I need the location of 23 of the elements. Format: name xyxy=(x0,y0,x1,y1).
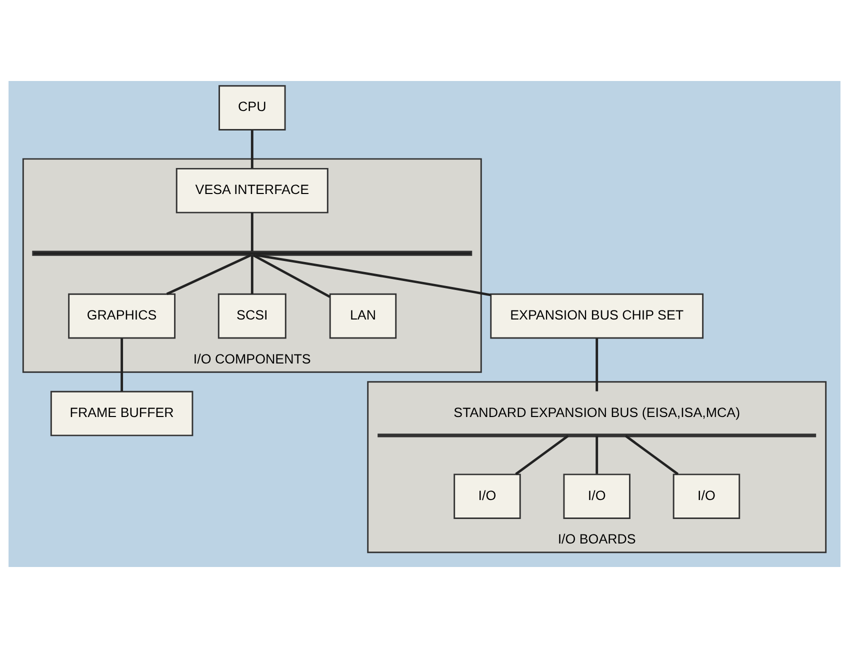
node-text: STANDARD EXPANSION BUS (EISA,ISA,MCA) xyxy=(454,404,740,420)
node-box: GRAPHICS xyxy=(68,293,176,339)
node-box: CPU xyxy=(218,85,286,130)
connector xyxy=(252,254,330,298)
connector xyxy=(250,130,254,168)
connector xyxy=(256,254,491,296)
connector xyxy=(624,434,679,476)
node-box: EXPANSION BUS CHIP SET xyxy=(490,293,704,339)
node-box: I/O xyxy=(454,474,521,519)
node-box: I/O xyxy=(563,474,630,519)
connector xyxy=(250,212,254,252)
node-bar xyxy=(32,250,472,256)
connector xyxy=(596,436,598,474)
connector xyxy=(166,254,252,296)
node-box: SCSI xyxy=(218,293,286,339)
connector xyxy=(250,255,254,294)
node-box: LAN xyxy=(329,293,397,339)
connector xyxy=(515,434,569,476)
connector xyxy=(596,338,598,392)
connector xyxy=(120,338,124,392)
node-box: VESA INTERFACE xyxy=(176,168,328,214)
node-box: FRAME BUFFER xyxy=(50,390,194,436)
node-box: I/O xyxy=(672,474,740,519)
